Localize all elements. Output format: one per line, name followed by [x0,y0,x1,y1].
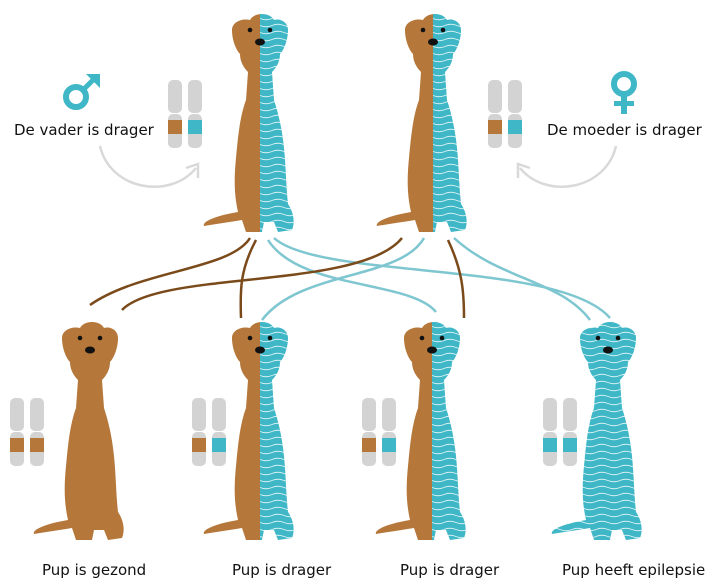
chromosome [188,80,202,148]
line-mother-to-pup4 [453,237,591,321]
allele-band [508,120,522,134]
line-father-to-pup4 [273,237,611,319]
chromosome [30,398,44,466]
allele-band [382,438,396,452]
chromosome [212,398,226,466]
allele-band [188,120,202,134]
offspring-dog-2-face [247,335,273,354]
line-mother-to-pup3 [446,239,466,319]
arrow-mother [516,145,618,188]
line-father-to-pup3-recessive [266,239,437,313]
line-mother-to-pup2 [261,237,426,321]
father-dog-face [247,27,273,46]
mother-label: De moeder is drager [547,121,702,139]
chromosome [192,398,206,466]
line-mother-to-pup1 [121,237,403,311]
offspring-dog-4-face [595,335,621,354]
offspring-dog-3-chromosomes [362,398,396,466]
chromosome [563,398,577,466]
father-dog [203,14,294,232]
allele-band [563,438,577,452]
offspring-dog-1-chromosomes [10,398,44,466]
inheritance-lines [89,237,611,321]
offspring-label-1: Pup is gezond [42,561,147,579]
arrow-father [98,145,200,188]
offspring-dog-4 [551,322,642,540]
chromosome [168,80,182,148]
offspring-dog-1 [33,322,124,540]
female-symbol [611,71,637,114]
mother-dog-face [420,27,446,46]
allele-band [543,438,557,452]
offspring-dog-2-chromosomes [192,398,226,466]
father-dog-chromosomes [168,80,202,148]
line-father-to-pup1 [89,237,252,307]
chromosome [382,398,396,466]
allele-band [362,438,376,452]
allele-band [212,438,226,452]
chromosome [362,398,376,466]
mother-dog-chromosomes [488,80,522,148]
mother-dog [376,14,467,232]
chromosome [488,80,502,148]
allele-band [168,120,182,134]
allele-band [192,438,206,452]
offspring-dog-1-face [77,335,103,354]
allele-band [30,438,44,452]
allele-band [488,120,502,134]
offspring-label-4: Pup heeft epilepsie [562,561,706,579]
male-symbol [63,74,100,110]
chromosome [10,398,24,466]
offspring-dog-4-chromosomes [543,398,577,466]
offspring-dog-3-face [419,335,445,354]
allele-band [10,438,24,452]
offspring-label-3: Pup is drager [400,561,500,579]
chromosome [543,398,557,466]
chromosome [508,80,522,148]
offspring-label-2: Pup is drager [232,561,332,579]
father-label: De vader is drager [14,121,154,139]
